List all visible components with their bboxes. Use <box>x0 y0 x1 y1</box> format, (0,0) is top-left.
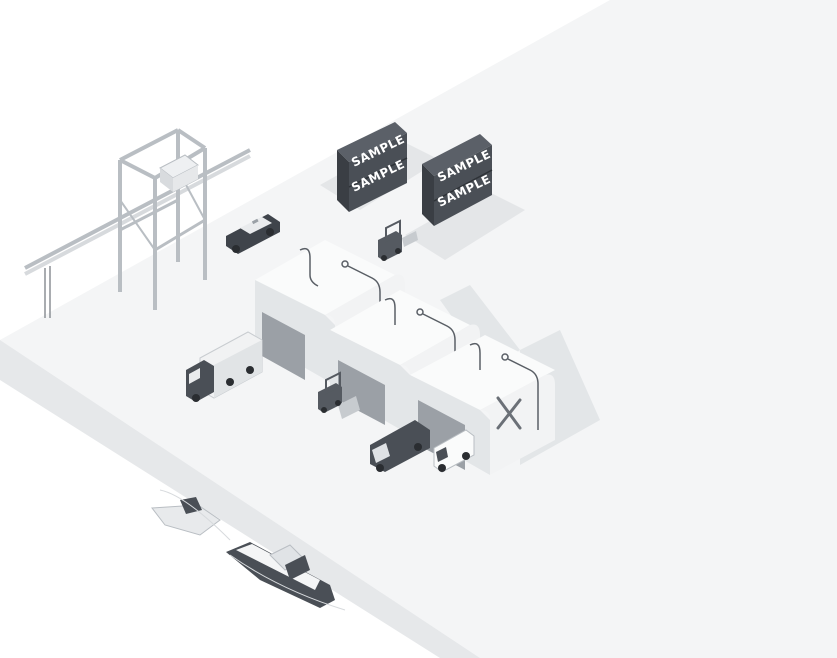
container-stack-right: SAMPLE SAMPLE <box>422 134 493 226</box>
crane-cabin <box>159 154 199 192</box>
quay-front-face <box>0 340 480 658</box>
truck <box>186 331 263 402</box>
boat-small <box>151 489 231 541</box>
gantry-crane <box>24 128 251 318</box>
boat-large <box>226 542 346 611</box>
police-car <box>226 214 280 254</box>
forklift <box>378 219 418 261</box>
dark-van <box>370 420 430 472</box>
forklift-2 <box>318 371 360 419</box>
container-stack-left: SAMPLE SAMPLE <box>337 122 408 212</box>
wrench-icon <box>496 396 522 430</box>
white-van <box>433 429 475 473</box>
